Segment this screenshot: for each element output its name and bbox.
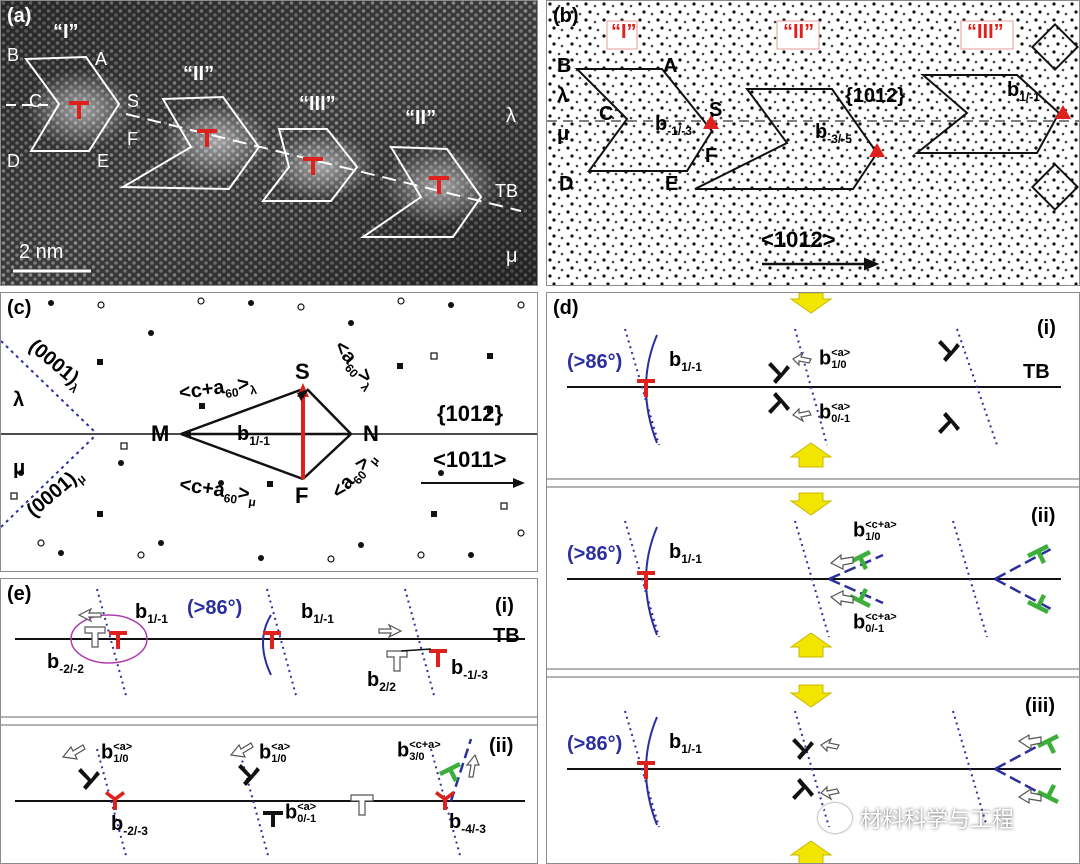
region-label-1: “I” — [611, 21, 637, 43]
panel-a-label: (a) — [7, 5, 32, 27]
region-label-1: “I” — [53, 21, 79, 43]
panel-b: (b) “I” “II” “III” B A λ C S μ F D E {10… — [546, 0, 1080, 286]
point-a: A — [95, 49, 108, 69]
tb-label: TB — [495, 181, 519, 201]
watermark: 材料科学与工程 — [818, 800, 1058, 836]
burgers-e-3: b1/-1 — [301, 601, 334, 626]
point-f: F — [127, 129, 138, 149]
phase-lambda: λ — [13, 389, 25, 411]
point-c: C — [29, 91, 42, 111]
point-s: S — [127, 91, 140, 111]
panel-e: (e) (i) (ii) TB (>86°) b1/-1 b-2/-2 b1/-… — [0, 578, 538, 864]
angle-label-iii: (>86°) — [567, 733, 623, 755]
sub-i: (i) — [1037, 317, 1056, 339]
region-label-2: “II” — [183, 63, 215, 85]
burgers-iii-1: b1/-1 — [669, 731, 702, 756]
point-s: S — [295, 359, 310, 384]
burgers-i-1: b1/-1 — [669, 349, 702, 374]
point-a: A — [663, 55, 678, 77]
point-m: M — [151, 421, 170, 446]
direction-label: <1012> — [761, 227, 836, 252]
burgers-ii-1: b1/-1 — [669, 541, 702, 566]
dislocation-schematic — [1, 588, 537, 860]
burgers-3: b1/-1 — [1007, 79, 1040, 104]
lattice-diagram — [547, 1, 1079, 285]
point-e: E — [97, 151, 110, 171]
burgers-e-1: b1/-1 — [135, 601, 168, 626]
burgers-e-5: b-1/-3 — [451, 657, 488, 682]
phase-mu: μ — [557, 123, 570, 145]
burgers-vector: b1/-1 — [237, 423, 270, 448]
phase-mu: μ — [13, 457, 26, 479]
burgers-e-9: b-2/-3 — [111, 813, 148, 838]
point-f: F — [705, 145, 718, 167]
hrtem-image — [1, 1, 537, 285]
panel-e-label: (e) — [7, 583, 32, 605]
angle-label-i: (>86°) — [567, 351, 623, 373]
point-d: D — [559, 173, 574, 195]
point-s: S — [709, 99, 723, 121]
point-b: B — [557, 55, 572, 77]
panel-b-label: (b) — [553, 5, 579, 27]
wechat-icon — [818, 803, 852, 833]
point-f: F — [295, 483, 309, 508]
angle-label: (>86°) — [187, 597, 243, 619]
burgers-e-8: b<c+a>3/0 — [397, 739, 441, 763]
panel-c-label: (c) — [7, 297, 32, 319]
burgers-e-7: b<a>1/0 — [259, 741, 291, 765]
direction-label: <1011> — [433, 447, 507, 472]
dislocation-schematic — [547, 293, 1079, 863]
watermark-text: 材料科学与工程 — [860, 808, 1015, 833]
tb-label: TB — [493, 625, 520, 647]
phase-lambda: λ — [506, 105, 516, 127]
point-d: D — [7, 151, 20, 171]
panel-c: (c) M S N F (0001)λ (0001)μ λ μ <c+a60>λ… — [0, 292, 538, 572]
point-n: N — [363, 421, 379, 446]
tb-label: TB — [1023, 361, 1050, 383]
panel-d: (d) (i) (ii) (iii) TB (>86°) b1/-1 b<a>1… — [546, 292, 1080, 864]
point-b: B — [7, 45, 20, 65]
sub-ii: (ii) — [1031, 505, 1056, 527]
burgers-ii-2: b<c+a>1/0 — [853, 519, 897, 543]
region-label-3: “III” — [299, 93, 336, 115]
burgers-1: b-1/-3 — [655, 113, 692, 138]
sub-iii: (iii) — [1025, 695, 1055, 717]
point-c: C — [599, 103, 614, 125]
region-label-3: “III” — [967, 21, 1004, 43]
burgers-e-4: b2/2 — [367, 669, 396, 694]
plane-label: {1012} — [437, 401, 504, 426]
phase-mu: μ — [506, 245, 518, 267]
burgers-e-2: b-2/-2 — [47, 651, 84, 676]
region-label-4: “II” — [405, 107, 437, 129]
burgers-i-2: b<a>1/0 — [819, 347, 851, 371]
angle-label-ii: (>86°) — [567, 543, 623, 565]
sub-ii: (ii) — [489, 735, 514, 757]
burgers-e-11: b-4/-3 — [449, 811, 486, 836]
burgers-e-6: b<a>1/0 — [101, 741, 133, 765]
phase-lambda: λ — [557, 85, 569, 107]
panel-d-label: (d) — [553, 297, 579, 319]
vector-diagram — [1, 297, 537, 563]
point-e: E — [665, 173, 679, 195]
burgers-i-3: b<a>0/-1 — [819, 401, 851, 425]
sub-i: (i) — [495, 595, 514, 617]
plane-label: {1012} — [845, 85, 906, 107]
region-label-2: “II” — [783, 21, 815, 43]
burgers-ii-3: b<c+a>0/-1 — [853, 611, 897, 635]
burgers-e-10: b<a>0/-1 — [285, 801, 317, 825]
scale-bar-label: 2 nm — [19, 241, 64, 263]
panel-a: (a) “I” “II” “III” “II” B A C S F D E λ … — [0, 0, 538, 286]
burgers-2: b-3/-5 — [815, 121, 852, 146]
